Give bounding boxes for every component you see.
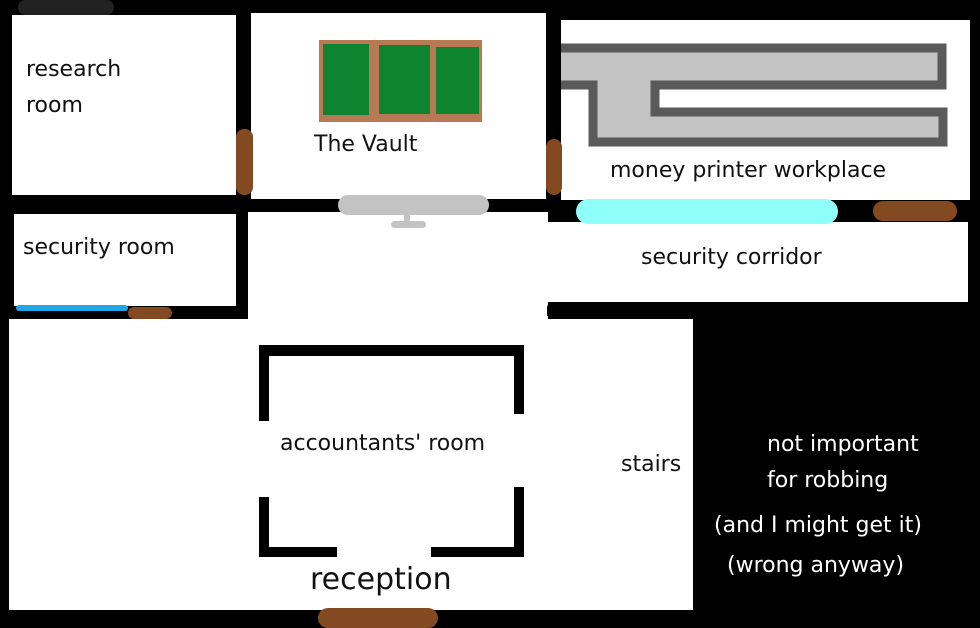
reception-label: reception [310, 562, 452, 597]
door-vault-printer[interactable] [546, 139, 562, 195]
research-room[interactable]: research room [12, 15, 236, 195]
accountants-room-label: accountants' room [280, 431, 486, 456]
accountants-wall-right-lower [514, 487, 524, 557]
printer-outline [561, 43, 948, 147]
central-hallway[interactable] [248, 212, 548, 322]
door-research-vault[interactable] [236, 129, 253, 195]
security-room[interactable]: security room [14, 214, 236, 306]
laser-cyan [576, 199, 838, 224]
vault-door-handle-base [391, 221, 426, 228]
note-line-2: for robbing [767, 468, 889, 493]
door-printer-corridor[interactable] [873, 201, 957, 221]
note-line-3: (and I might get it) [714, 513, 922, 538]
stairs-label: stairs [621, 452, 682, 477]
accountants-wall-left-upper [259, 345, 269, 421]
money-printer-machine [561, 43, 948, 147]
reception-area[interactable]: stairs reception [9, 319, 693, 610]
vault-money-stack [319, 40, 482, 122]
accountants-wall-top [259, 345, 524, 356]
door-security-room[interactable] [128, 307, 172, 319]
vault-door-handle-stem [404, 213, 410, 225]
accountants-wall-right-upper [514, 345, 524, 414]
money-printer-label: money printer workplace [610, 158, 887, 183]
corridor-bottom-wall [547, 302, 697, 316]
vault-room[interactable]: The Vault [251, 13, 546, 199]
accountants-wall-bottom-right [431, 547, 524, 557]
money-pile-2 [379, 45, 430, 114]
note-line-1: not important [767, 432, 919, 457]
money-pile-3 [436, 47, 479, 114]
door-reception-entrance[interactable] [318, 608, 438, 628]
security-room-label: security room [23, 235, 175, 260]
laser-blue [16, 305, 128, 311]
accountants-wall-left-lower [259, 497, 269, 557]
vault-door[interactable] [338, 195, 489, 215]
money-pile-1 [323, 44, 369, 115]
accountants-wall-bottom-left [259, 547, 337, 557]
research-room-label-line1: research [26, 57, 122, 82]
note-line-4: (wrong anyway) [727, 553, 905, 578]
wall-smudge [18, 0, 114, 15]
research-room-label-line2: room [26, 93, 83, 118]
security-corridor[interactable]: security corridor [548, 222, 968, 302]
money-printer-room[interactable]: money printer workplace [561, 20, 970, 200]
vault-label: The Vault [314, 132, 418, 157]
security-corridor-label: security corridor [641, 245, 822, 270]
